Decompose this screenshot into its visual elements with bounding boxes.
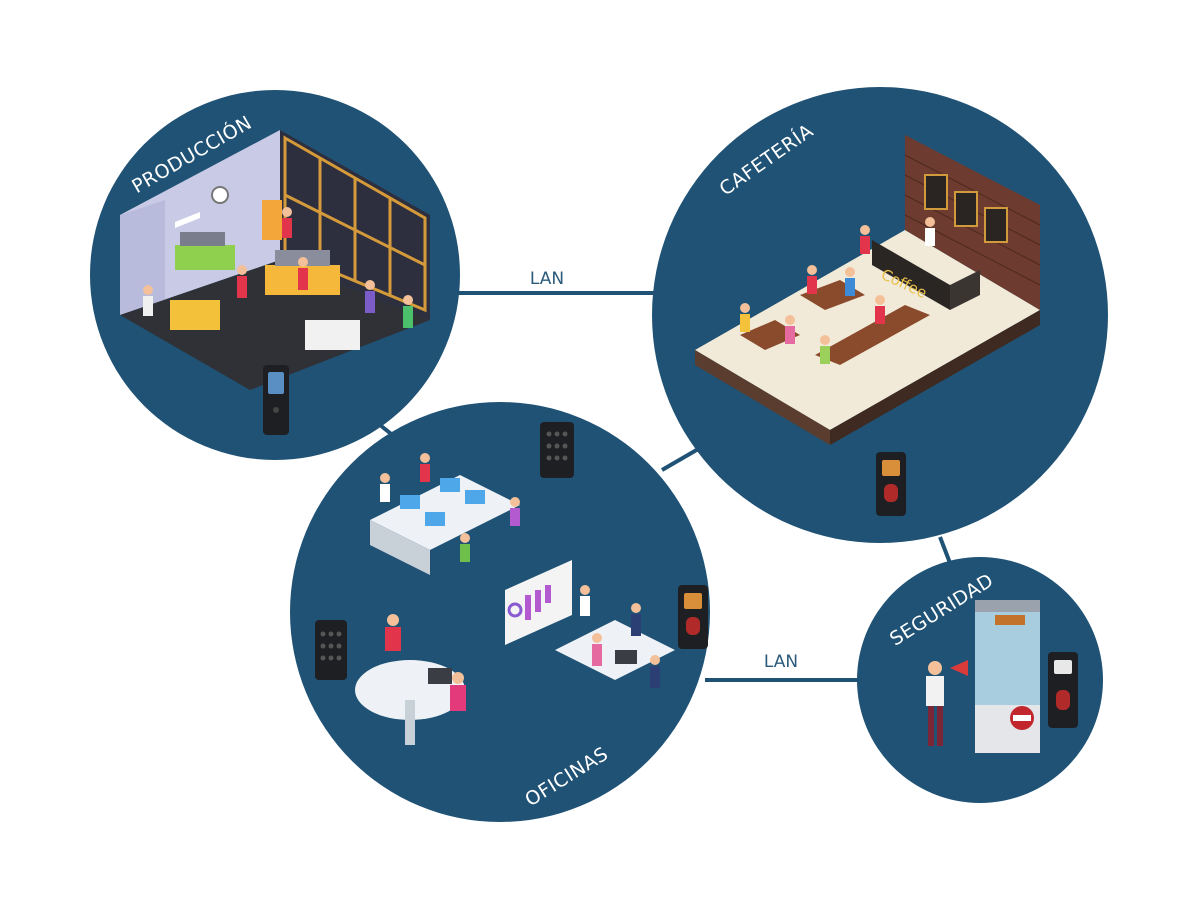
link-cafeteria-seguridad [938,536,952,564]
face-recognition-terminal-icon [263,365,289,435]
face-recognition-terminal-icon [1048,652,1078,728]
zone-seguridad: SEGURIDAD [857,557,1103,803]
factory-illustration [120,130,430,390]
cafe-illustration: Coffee [695,135,1041,445]
zone-circle-oficinas [290,402,710,822]
lan-label-bottom: LAN [764,652,798,672]
zone-oficinas: OFICINAS [290,402,710,822]
link-oficinas-cafeteria [660,446,702,472]
fingerprint-reader-icon [876,452,906,516]
fingerprint-reader-icon [678,585,708,649]
keypad-reader-icon [315,620,347,680]
security-booth-illustration [926,600,1040,753]
zone-produccion: PRODUCCIÓN [90,90,460,460]
office-illustration [355,453,675,745]
zone-cafeteria: CAFETERÍA Coffee [652,87,1108,543]
lan-label-top: LAN [530,269,564,289]
keypad-reader-icon [540,422,574,478]
